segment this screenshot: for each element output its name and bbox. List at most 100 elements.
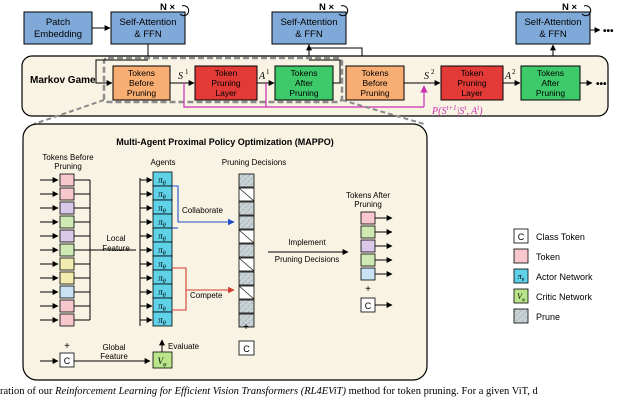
svg-text:2: 2 [512,68,516,76]
attention-label: & FFN [134,29,162,40]
critic-symbol: Vφ [158,356,168,368]
transition-probability: P(St+1|St, At) [183,83,483,117]
actor-symbol: πθ [158,259,166,271]
legend-swatch-critic [513,288,529,304]
token-before [59,257,75,271]
svg-text:After: After [542,78,560,88]
dashed-highlight [102,56,344,104]
attention-label: Self-Attention [524,17,581,28]
local-feature-label: Feature [102,244,130,253]
attention-block-3: Self-Attention & FFN N × [515,2,592,45]
tokens-after-label: Pruning [354,200,382,209]
legend-swatch-class [513,228,529,244]
decision-slash [238,187,255,202]
svg-text:Tokens: Tokens [291,68,318,78]
actor-symbol: πθ [158,189,166,201]
legend-label: Class Token [536,232,585,242]
patch-embedding-line1: Patch [46,17,70,28]
actor-symbol: πθ [158,231,166,243]
attention-label: Self-Attention [280,17,337,28]
actor-symbol: πθ [158,301,166,313]
token-before [59,243,75,257]
token-before [59,201,75,215]
caption-title: Reinforcement Learning for Efficient Vis… [55,386,346,397]
legend-swatch-actor [513,268,529,284]
svg-text:Before: Before [362,78,387,88]
decision-slash [238,257,255,272]
prune-decision [238,299,255,314]
svg-text:Pruning: Pruning [211,78,241,88]
svg-text:1: 1 [266,68,270,76]
token-pruning-layer-1: Token Pruning Layer [194,65,258,101]
prune-decision [238,215,255,230]
token-after [360,225,376,239]
mappo-title: Multi-Agent Proximal Policy Optimization… [116,137,334,147]
tokens-before-label: Pruning [54,162,82,171]
token-after [360,267,376,281]
plus-sign: + [365,284,371,295]
s1-label: S [178,71,183,82]
class-token-letter: C [365,301,372,311]
svg-text:Token: Token [461,68,484,78]
top-ellipsis: ••• [603,26,614,37]
token-before [59,229,75,243]
legend-label: Prune [536,312,560,322]
actor-symbol: πθ [158,287,166,299]
a1-label: A [258,71,266,82]
legend-swatch-token [513,248,529,264]
prune-decision [238,173,255,188]
token-before [59,187,75,201]
legend-actor-symbol: πθ [518,272,525,283]
legend-label: Actor Network [536,272,593,282]
svg-text:Pruning: Pruning [289,88,319,98]
svg-text:Pruning: Pruning [360,88,390,98]
svg-text:Layer: Layer [461,88,482,98]
evaluate-label: Evaluate [168,342,200,351]
class-token-box [238,340,255,356]
decision-slash [238,285,255,300]
caption-text: ration of our [0,386,56,397]
implement-label: Pruning Decisions [275,255,339,264]
svg-text:Before: Before [129,78,154,88]
class-token-letter: C [243,344,250,354]
patch-embedding-box: Patch Embedding [23,11,93,45]
attention-block-2: Self-Attention & FFN N × [271,2,349,45]
tokens-after-pruning-2: Tokens After Pruning [520,65,581,101]
svg-text:P(St+1|St, At): P(St+1|St, At) [431,104,483,117]
plus-sign: + [64,341,70,352]
prune-decision [238,313,255,328]
legend-swatch-prune [513,308,529,324]
svg-text:Token: Token [215,68,238,78]
svg-text:Layer: Layer [215,88,236,98]
token-before [59,173,75,187]
global-feature-label: Feature [100,352,128,361]
token-before [59,215,75,229]
compete-link [172,290,187,311]
actor-symbol: πθ [158,175,166,187]
class-token-box [59,352,75,368]
tokens-after-label: Tokens After [346,191,390,200]
attention-label: & FFN [539,29,567,40]
s2-label: S [424,71,429,82]
prune-decision [238,271,255,286]
tokens-before-pruning-1: Tokens Before Pruning [112,65,171,101]
svg-text:2: 2 [431,68,435,76]
actor-symbol: πθ [158,203,166,215]
attention-label: Self-Attention [119,17,176,28]
legend-class-letter: C [518,232,525,242]
actor-symbol: πθ [158,315,166,327]
legend-label: Critic Network [536,292,593,302]
token-before [59,299,75,313]
svg-text:Pruning: Pruning [457,78,487,88]
svg-text:1: 1 [185,68,189,76]
caption-text: method for token pruning. For a given Vi… [346,386,538,397]
decision-slash [238,229,255,244]
agents-label: Agents [151,158,176,167]
tokens-after-pruning-1: Tokens After Pruning [274,65,334,101]
local-feature-label: Local [106,234,125,243]
compete-arrow [172,267,235,294]
prune-decision [238,201,255,216]
markov-ellipsis: ••• [596,79,607,90]
token-before [59,285,75,299]
svg-text:Tokens: Tokens [537,68,564,78]
